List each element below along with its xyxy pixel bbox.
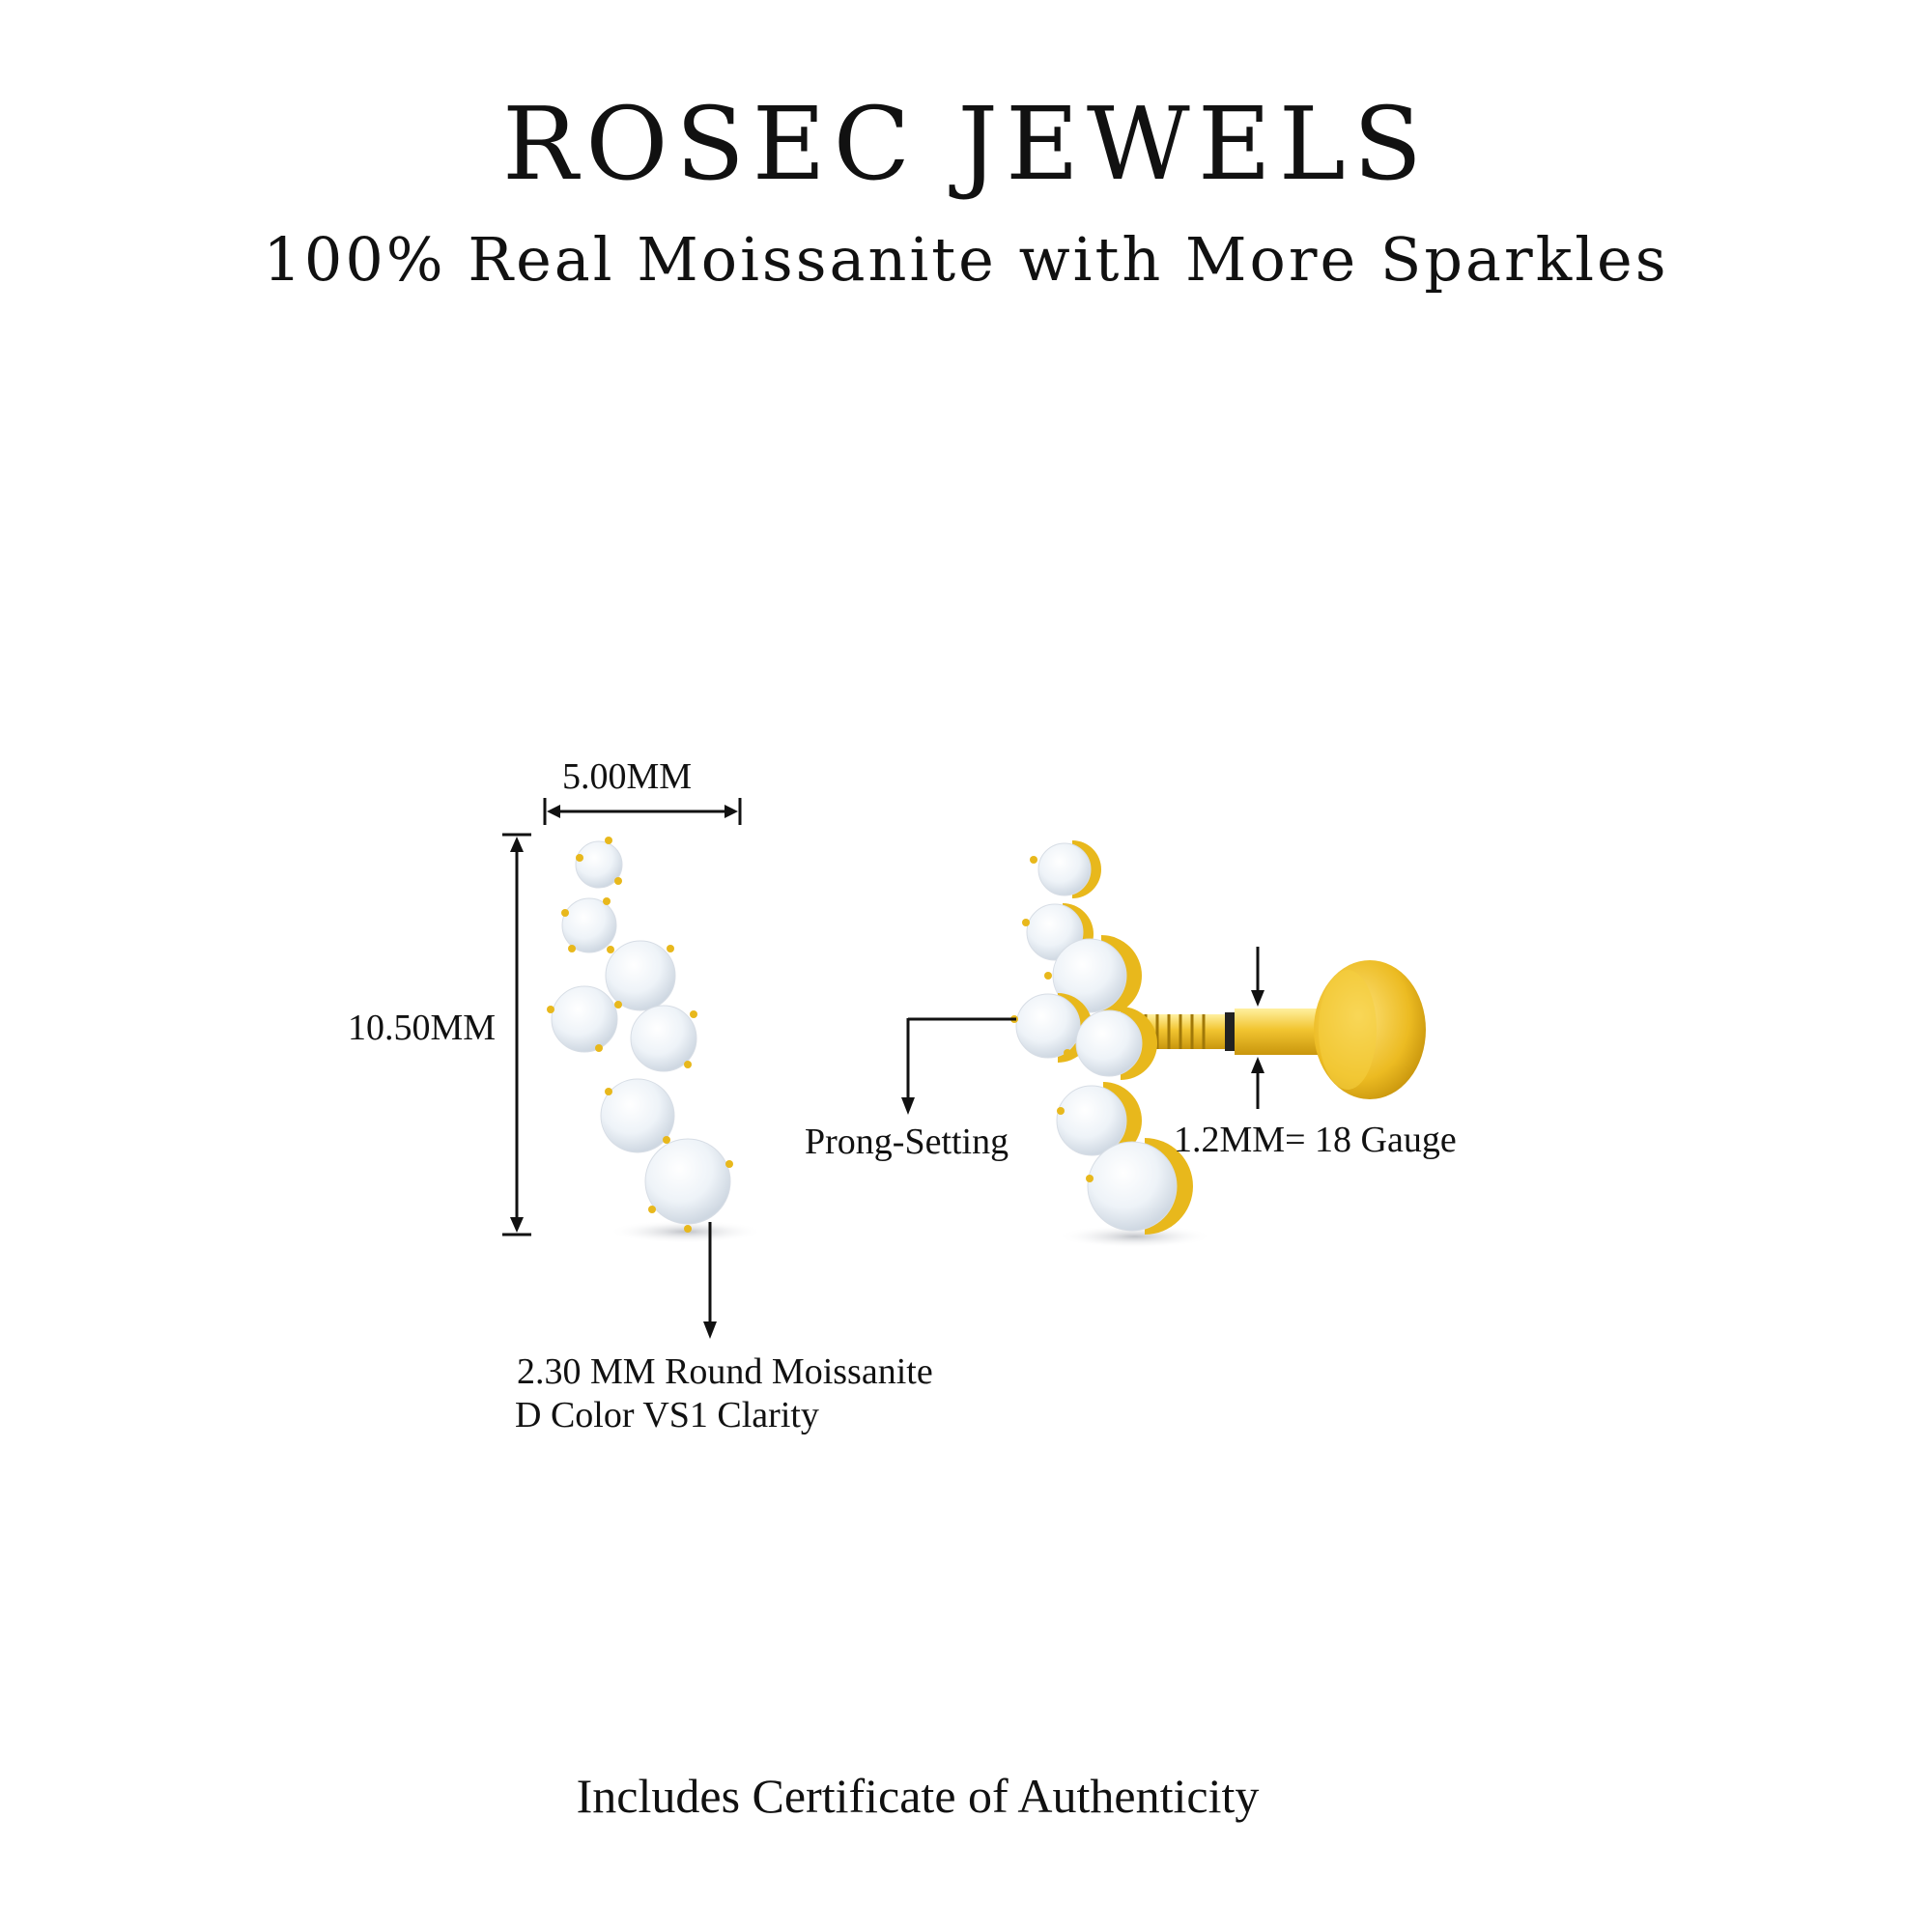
gauge-dimension-arrows	[1251, 947, 1264, 1109]
front-gem-7	[644, 1138, 731, 1225]
stone-size-label: 2.30 MM Round Moissanite	[517, 1351, 933, 1392]
front-gem-5	[630, 1005, 697, 1072]
front-gem-6	[600, 1078, 675, 1153]
side-gem-3	[1052, 935, 1142, 1016]
height-dimension-arrow	[502, 833, 531, 1236]
flat-back-disc	[1314, 960, 1426, 1099]
certificate-note: Includes Certificate of Authenticity	[576, 1769, 1260, 1823]
stone-quality-label: D Color VS1 Clarity	[515, 1395, 819, 1435]
gauge-label: 1.2MM= 18 Gauge	[1174, 1120, 1457, 1160]
prong-pointer-arrow	[901, 1017, 1016, 1115]
side-gem-1	[1037, 840, 1101, 898]
prong-setting-label: Prong-Setting	[805, 1122, 1009, 1162]
front-gem-4	[551, 985, 618, 1053]
front-gem-1	[575, 840, 623, 889]
side-gem-6	[1056, 1082, 1142, 1159]
brand-title: ROSEC JEWELS	[501, 85, 1431, 203]
front-gem-3	[605, 940, 676, 1011]
earring-front-view	[547, 837, 763, 1243]
side-gem-5	[1075, 1007, 1157, 1080]
front-gem-2	[561, 897, 617, 953]
height-dimension-label: 10.50MM	[348, 1008, 497, 1048]
earring-side-view	[1010, 840, 1426, 1248]
width-dimension-label: 5.00MM	[562, 756, 693, 797]
tagline: 100% Real Moissanite with More Sparkles	[263, 224, 1669, 295]
side-gem-7	[1087, 1138, 1193, 1235]
width-dimension-arrow	[543, 798, 742, 825]
stone-pointer-arrow	[703, 1222, 717, 1339]
